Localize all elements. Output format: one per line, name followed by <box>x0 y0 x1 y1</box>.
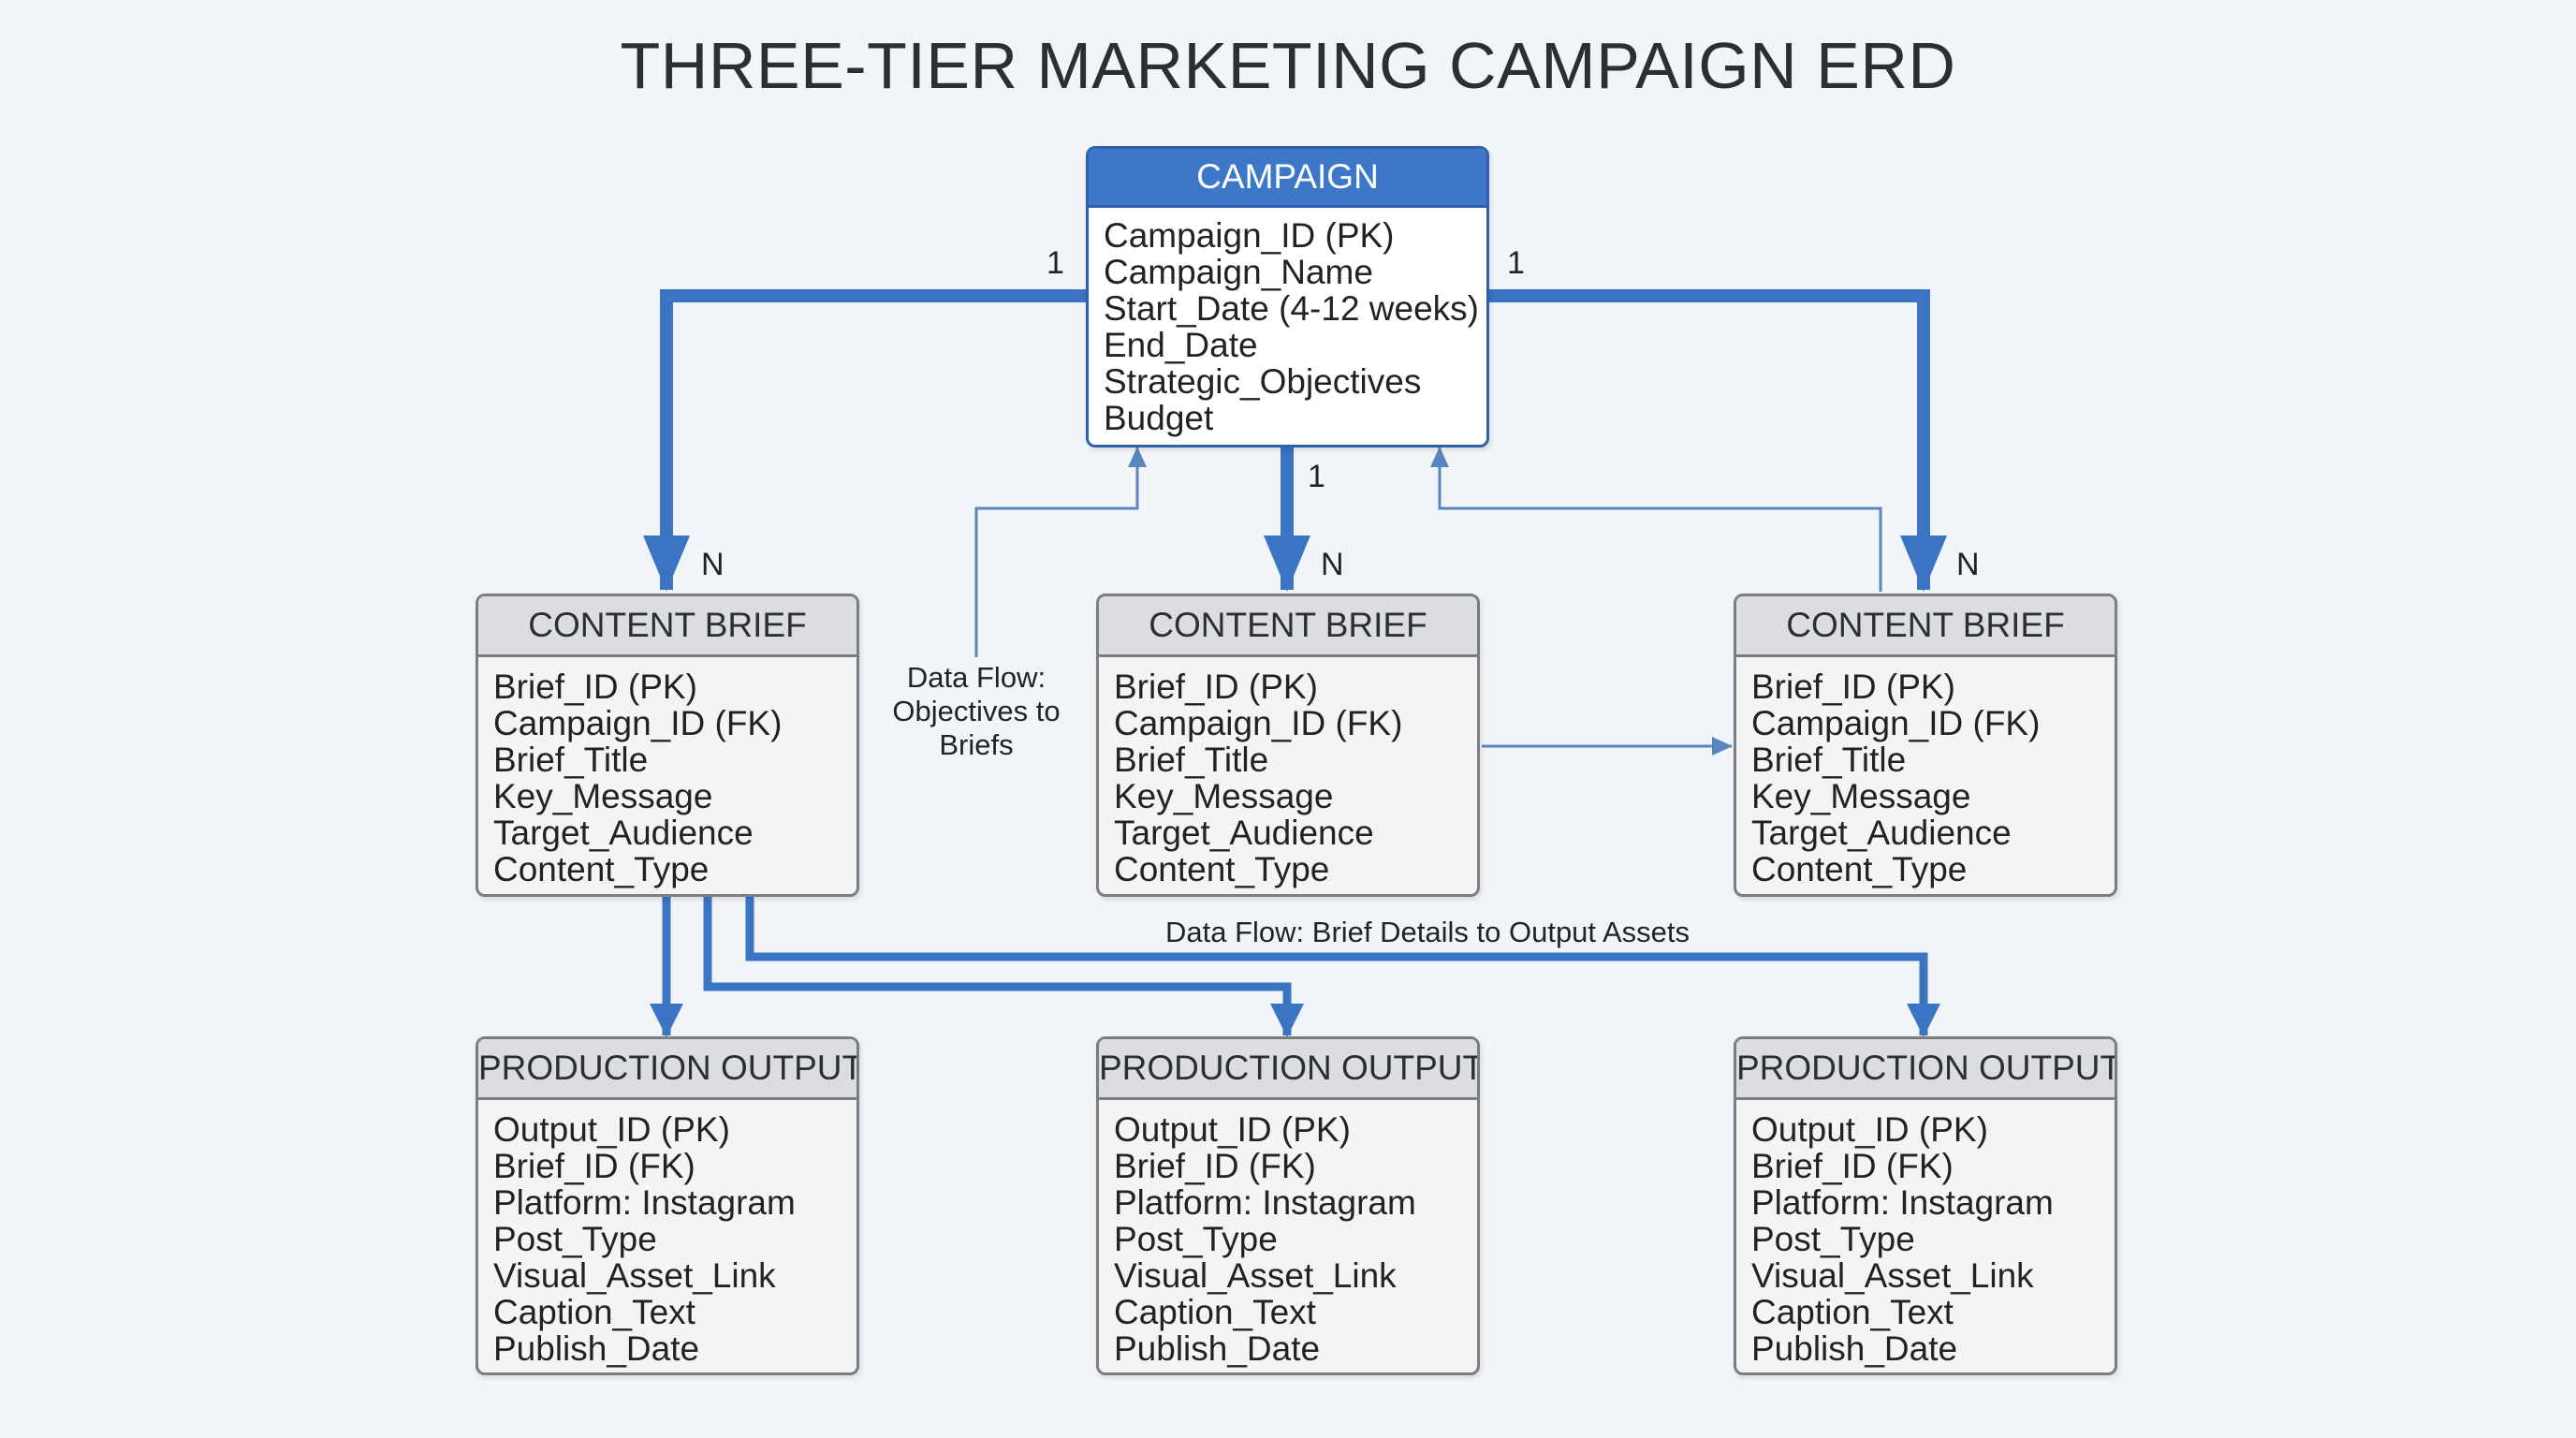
entity-content-brief-3[interactable]: CONTENT BRIEF Brief_ID (PK) Campaign_ID … <box>1734 594 2117 897</box>
cardinality-left-many: N <box>701 547 724 582</box>
field-list: Output_ID (PK) Brief_ID (FK) Platform: I… <box>1099 1100 1477 1367</box>
field: Content_Type <box>1114 850 1330 888</box>
cardinality-right-many: N <box>1956 547 1980 582</box>
entity-header: CONTENT BRIEF <box>478 596 856 657</box>
flow-label-brief-to-outputs: Data Flow: Brief Details to Output Asset… <box>1165 916 1690 948</box>
field: Start_Date (4-12 weeks) <box>1104 289 1480 328</box>
relationship-brief-output-right <box>745 897 1940 1037</box>
field: Platform: Instagram <box>1751 1183 2054 1222</box>
entity-header: PRODUCTION OUTPUT <box>478 1039 856 1100</box>
field: Key_Message <box>1114 777 1334 815</box>
entity-production-output-2[interactable]: PRODUCTION OUTPUT Output_ID (PK) Brief_I… <box>1096 1036 1480 1375</box>
field: Brief_Title <box>1751 741 1907 779</box>
field-list: Output_ID (PK) Brief_ID (FK) Platform: I… <box>1736 1100 2115 1367</box>
page-title: THREE-TIER MARKETING CAMPAIGN ERD <box>620 29 1956 102</box>
field: Brief_ID (PK) <box>1114 668 1318 706</box>
field: Target_Audience <box>493 814 754 852</box>
field: Campaign_ID (FK) <box>493 704 783 742</box>
field: Output_ID (PK) <box>493 1110 730 1149</box>
field-list: Output_ID (PK) Brief_ID (FK) Platform: I… <box>478 1100 856 1367</box>
flow-label-line: Objectives to <box>892 695 1061 727</box>
entity-production-output-1[interactable]: PRODUCTION OUTPUT Output_ID (PK) Brief_I… <box>476 1036 859 1375</box>
field: Publish_Date <box>1751 1329 1958 1368</box>
flow-label-line: Briefs <box>939 728 1014 761</box>
field: Caption_Text <box>1114 1293 1316 1331</box>
flow-label-objectives-to-briefs: Data Flow: Objectives to Briefs <box>873 661 1079 762</box>
cardinality-center-one: 1 <box>1308 459 1325 494</box>
flow-label-line: Data Flow: <box>906 661 1046 694</box>
data-flow-brief-left-to-campaign <box>974 447 1147 657</box>
data-flow-brief-right-to-campaign <box>1430 447 1882 592</box>
field: Caption_Text <box>1751 1293 1954 1331</box>
field: Visual_Asset_Link <box>1114 1256 1397 1295</box>
field: End_Date <box>1104 326 1258 364</box>
field: Campaign_ID (FK) <box>1751 704 2041 742</box>
field: Platform: Instagram <box>1114 1183 1416 1222</box>
field: Brief_ID (FK) <box>1114 1147 1316 1185</box>
entity-header: CONTENT BRIEF <box>1736 596 2115 657</box>
field: Target_Audience <box>1751 814 2012 852</box>
field: Brief_ID (PK) <box>1751 668 1955 706</box>
field: Publish_Date <box>493 1329 700 1368</box>
field: Post_Type <box>1114 1220 1278 1258</box>
field: Campaign_ID (PK) <box>1104 216 1395 255</box>
entity-header: CONTENT BRIEF <box>1099 596 1477 657</box>
field: Post_Type <box>493 1220 657 1258</box>
entity-header: PRODUCTION OUTPUT <box>1736 1039 2115 1100</box>
cardinality-left-one: 1 <box>1046 245 1064 281</box>
field: Output_ID (PK) <box>1114 1110 1351 1149</box>
field: Brief_Title <box>493 741 649 779</box>
field: Budget <box>1104 399 1214 437</box>
field: Brief_ID (FK) <box>493 1147 695 1185</box>
entity-header: CAMPAIGN <box>1089 149 1486 208</box>
field: Campaign_Name <box>1104 253 1373 291</box>
field: Output_ID (PK) <box>1751 1110 1988 1149</box>
field: Target_Audience <box>1114 814 1374 852</box>
entity-content-brief-1[interactable]: CONTENT BRIEF Brief_ID (PK) Campaign_ID … <box>476 594 859 897</box>
relationship-brief-output-center <box>703 897 1304 1037</box>
field: Brief_ID (PK) <box>493 668 697 706</box>
field: Campaign_ID (FK) <box>1114 704 1403 742</box>
field: Visual_Asset_Link <box>493 1256 776 1295</box>
cardinality-center-many: N <box>1321 547 1344 582</box>
field: Key_Message <box>1751 777 1971 815</box>
field: Key_Message <box>493 777 713 815</box>
field: Brief_ID (FK) <box>1751 1147 1954 1185</box>
field: Content_Type <box>493 850 710 888</box>
entity-campaign[interactable]: CAMPAIGN Campaign_ID (PK) Campaign_Name … <box>1086 146 1489 448</box>
field: Platform: Instagram <box>493 1183 796 1222</box>
entity-header: PRODUCTION OUTPUT <box>1099 1039 1477 1100</box>
field: Post_Type <box>1751 1220 1915 1258</box>
field-list: Brief_ID (PK) Campaign_ID (FK) Brief_Tit… <box>478 657 856 888</box>
relationship-campaign-brief-left <box>643 289 1086 592</box>
field: Content_Type <box>1751 850 1968 888</box>
cardinality-right-one: 1 <box>1507 245 1525 281</box>
field: Brief_Title <box>1114 741 1269 779</box>
entity-content-brief-2[interactable]: CONTENT BRIEF Brief_ID (PK) Campaign_ID … <box>1096 594 1480 897</box>
field: Publish_Date <box>1114 1329 1321 1368</box>
field: Visual_Asset_Link <box>1751 1256 2034 1295</box>
field-list: Campaign_ID (PK) Campaign_Name Start_Dat… <box>1089 208 1486 436</box>
field-list: Brief_ID (PK) Campaign_ID (FK) Brief_Tit… <box>1099 657 1477 888</box>
field: Strategic_Objectives <box>1104 362 1422 401</box>
entity-production-output-3[interactable]: PRODUCTION OUTPUT Output_ID (PK) Brief_I… <box>1734 1036 2117 1375</box>
field: Caption_Text <box>493 1293 695 1331</box>
field-list: Brief_ID (PK) Campaign_ID (FK) Brief_Tit… <box>1736 657 2115 888</box>
relationship-campaign-brief-right <box>1489 289 1947 592</box>
